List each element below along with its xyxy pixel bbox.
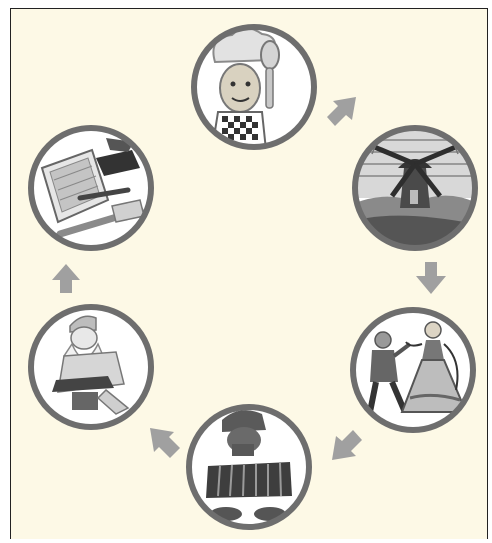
arrow-accordion-to-old-man — [150, 428, 180, 458]
node-dancers — [353, 310, 473, 430]
arrow-windmill-to-dancers — [416, 262, 446, 294]
node-old-man — [31, 307, 151, 427]
arrow-old-man-to-baking — [52, 264, 80, 293]
node-cook — [194, 27, 314, 150]
node-baking — [31, 128, 151, 248]
node-accordion — [189, 407, 309, 527]
arrow-dancers-to-accordion — [332, 430, 362, 460]
arrow-cook-to-windmill — [327, 97, 356, 126]
node-windmill — [350, 128, 480, 250]
